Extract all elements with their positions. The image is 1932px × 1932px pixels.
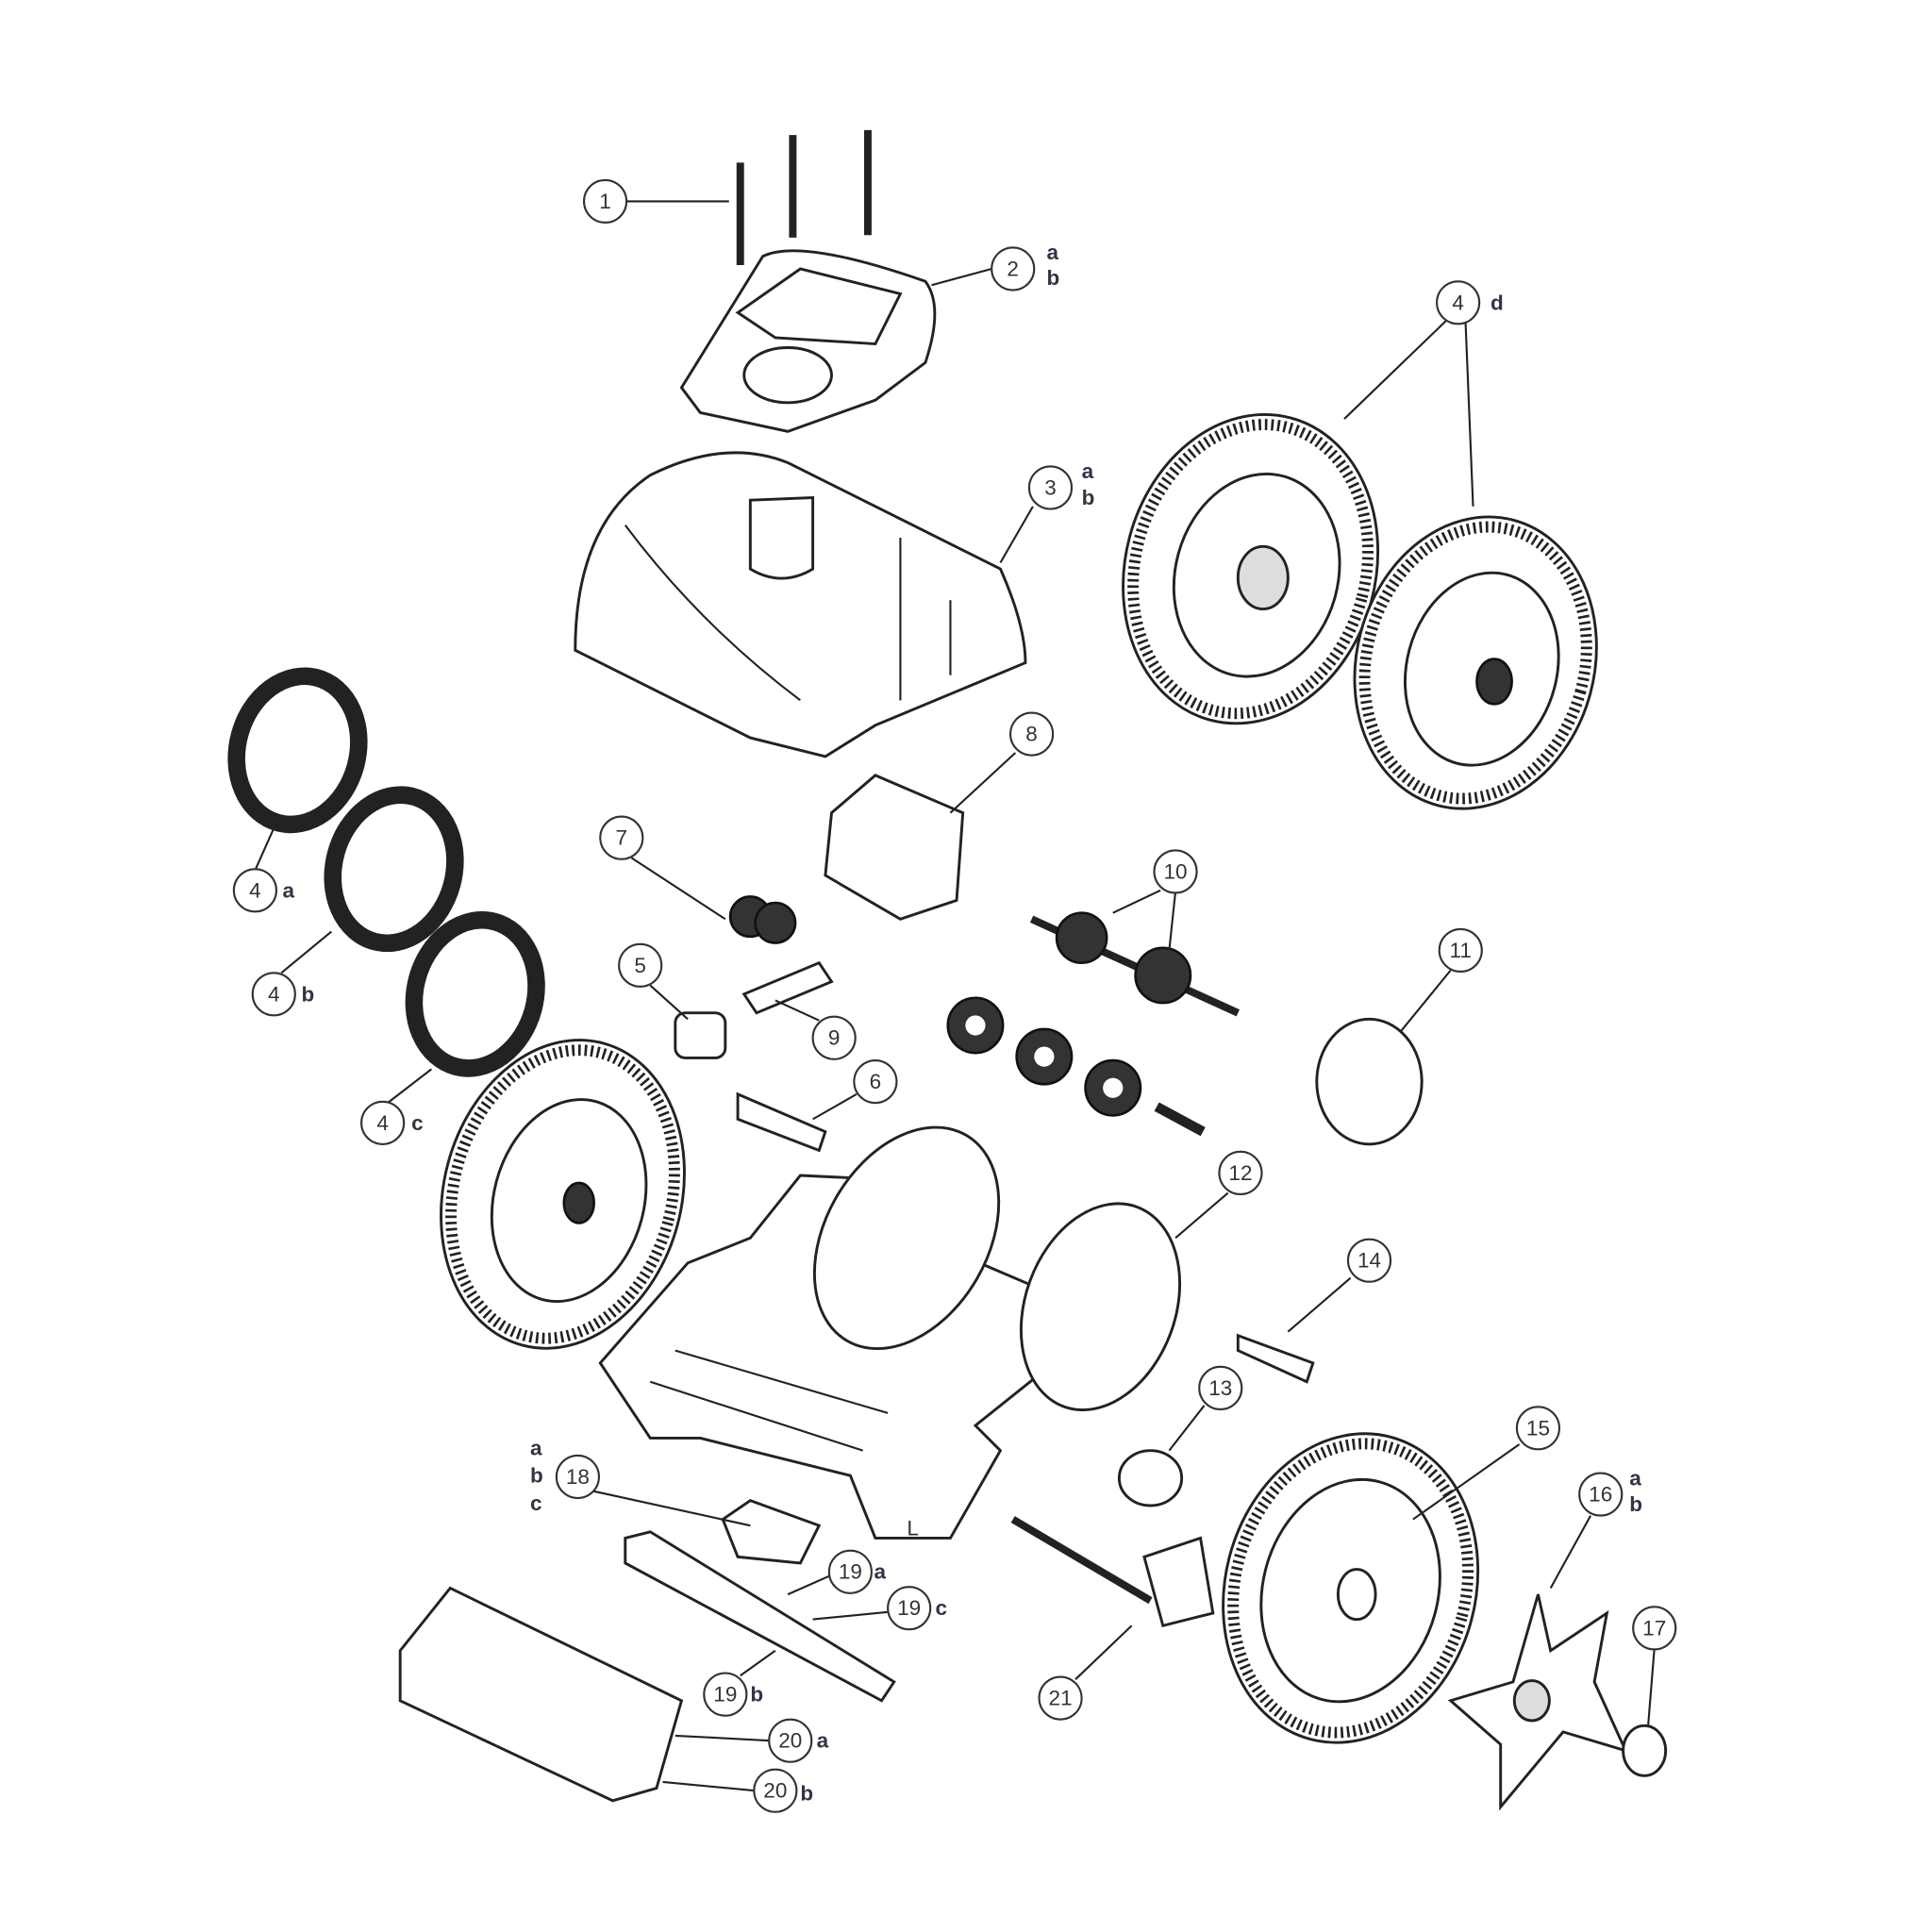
screws (736, 129, 872, 266)
callout-16: 16 ab (1578, 1466, 1642, 1517)
callout-19b: 19 b (703, 1672, 763, 1717)
debris-parts (398, 1499, 1215, 1803)
callout-label: a (283, 878, 295, 902)
callout-label: a (874, 1560, 887, 1584)
callout-18: 18 abc (530, 1437, 601, 1515)
callout-label: 19 (713, 1683, 737, 1707)
callout-label: c (530, 1491, 542, 1515)
hubcap-star (1447, 1593, 1668, 1811)
callout-label: 6 (870, 1070, 882, 1093)
callout-15: 15 (1515, 1406, 1561, 1451)
callout-label: 13 (1208, 1376, 1232, 1400)
callout-label: b (1629, 1492, 1642, 1516)
callout-label: 9 (828, 1026, 841, 1050)
small-parts (674, 774, 1424, 1507)
callout-label: 4 (376, 1111, 389, 1135)
callout-label: 20 (763, 1779, 787, 1803)
callout-label: 4 (249, 878, 261, 902)
callout-9: 9 (811, 1015, 857, 1060)
callout-label: a (817, 1729, 829, 1753)
callout-19a: 19 a (827, 1549, 887, 1594)
callout-13: 13 (1198, 1365, 1243, 1410)
callout-label: a (530, 1437, 542, 1460)
callout-label: 18 (566, 1465, 590, 1489)
callout-label: 20 (778, 1729, 802, 1753)
wheel-right (1222, 1432, 1480, 1744)
callout-label: 8 (1025, 723, 1038, 746)
callout-10: 10 (1153, 849, 1198, 894)
callout-19c: 19 c (887, 1586, 948, 1631)
callout-label: 3 (1044, 475, 1057, 499)
body-mark-l: L (907, 1516, 919, 1540)
callout-label: b (530, 1464, 543, 1488)
callout-label: 15 (1526, 1416, 1550, 1440)
callout-label: a (1082, 459, 1094, 483)
callout-label: 5 (634, 954, 646, 977)
callout-label: 21 (1049, 1687, 1073, 1710)
callout-label: 12 (1228, 1161, 1252, 1185)
callout-11: 11 (1438, 927, 1483, 974)
callout-21: 21 (1038, 1675, 1083, 1721)
callout-label: 4 (1452, 291, 1464, 314)
callout-label: c (936, 1596, 948, 1620)
wheel-left (440, 1039, 686, 1350)
callout-label: 4 (268, 982, 280, 1006)
callout-3: 3 ab (1027, 459, 1095, 510)
callout-label: 10 (1164, 859, 1188, 883)
callout-label: b (800, 1781, 813, 1805)
callout-label: b (301, 982, 314, 1006)
top-cover (679, 249, 937, 433)
tire-rings (227, 667, 545, 1077)
callout-label: 19 (839, 1560, 862, 1584)
callout-label: a (1046, 241, 1058, 264)
callout-14: 14 (1346, 1238, 1392, 1283)
callout-label: 7 (616, 826, 628, 850)
callout-12: 12 (1218, 1150, 1263, 1195)
callout-label: c (411, 1111, 424, 1135)
callout-label: 14 (1357, 1249, 1381, 1273)
callout-20a: 20 a (768, 1718, 829, 1763)
callout-20b: 20 b (753, 1768, 813, 1813)
callout-label: 17 (1642, 1616, 1666, 1640)
callout-label: a (1629, 1466, 1641, 1490)
callout-label: 1 (599, 190, 611, 213)
callout-5: 5 (618, 942, 663, 988)
callout-label: b (1082, 486, 1095, 509)
callout-17: 17 (1632, 1606, 1677, 1651)
callout-6: 6 (853, 1059, 898, 1105)
chassis: L (598, 1125, 1182, 1540)
hood (574, 451, 1027, 758)
callout-2: 2 ab (991, 241, 1059, 291)
callout-1: 1 (582, 178, 628, 225)
callout-label: b (1046, 266, 1059, 290)
callout-label: 19 (897, 1596, 921, 1620)
callout-label: b (750, 1683, 763, 1707)
callout-label: 16 (1589, 1483, 1612, 1507)
callout-8: 8 (1008, 711, 1055, 757)
callout-label: 11 (1450, 939, 1472, 962)
callout-label: 2 (1007, 257, 1019, 280)
callout-7: 7 (599, 815, 644, 860)
wheel-4d-rear (1353, 515, 1598, 810)
callout-label: d (1491, 291, 1504, 314)
